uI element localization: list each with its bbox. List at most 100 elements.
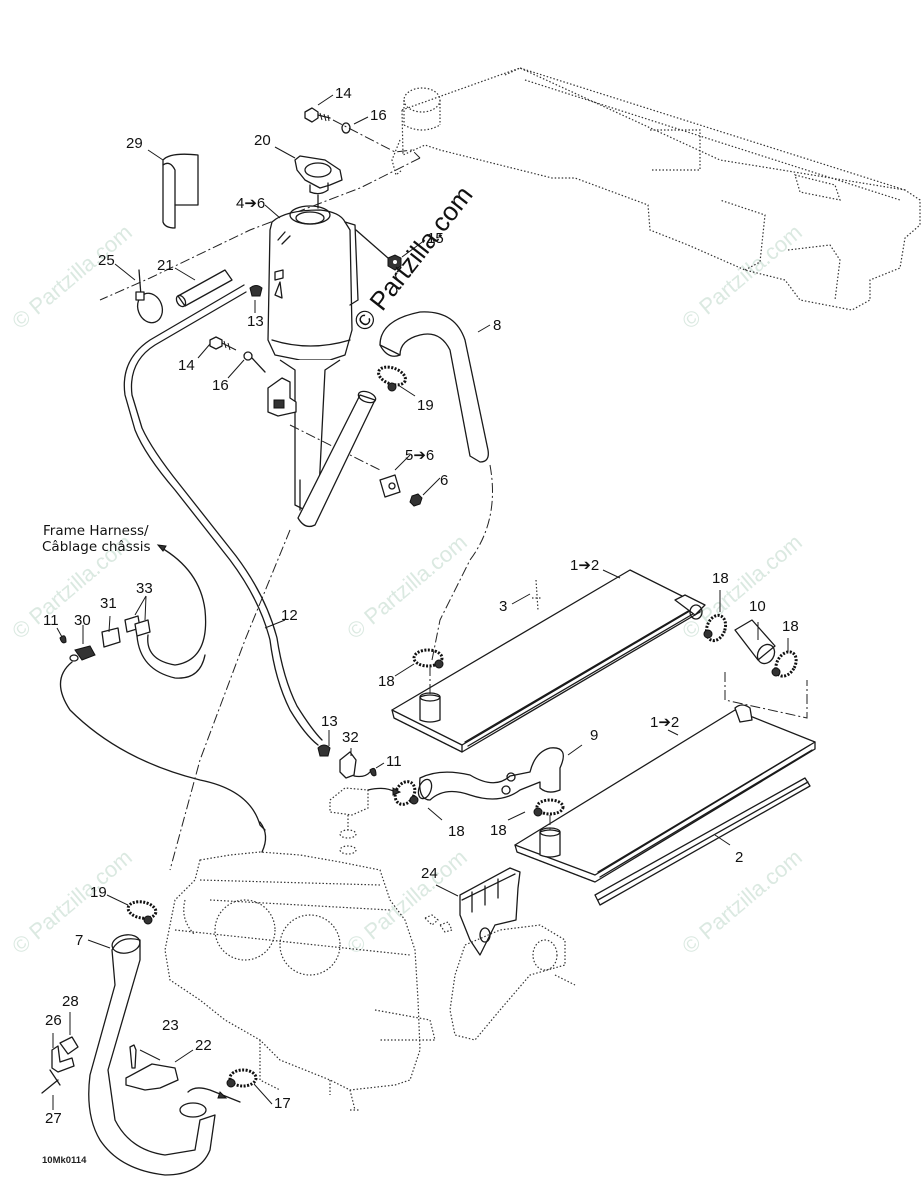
clamp-18-radiator-right [703, 613, 728, 643]
harness-arrow-line [147, 546, 207, 666]
hose-10 [734, 619, 776, 665]
callout-33: 33 [136, 580, 153, 597]
callout-11: 11 [386, 753, 402, 770]
clip-26 [51, 1045, 75, 1073]
callout-16: 16 [370, 107, 387, 124]
callout-30: 30 [74, 612, 91, 629]
bracket-washers [423, 914, 453, 933]
nut-6 [409, 493, 423, 507]
radiator-cap-20 [294, 155, 343, 195]
hose-8 [379, 311, 489, 463]
screw-27 [41, 1069, 61, 1094]
tank-bracket [267, 377, 297, 417]
callout-6: 6 [440, 472, 448, 489]
hose-8-axis [431, 464, 493, 661]
wire-11 [353, 771, 371, 778]
watermark: © Partzilla.com [677, 219, 807, 333]
callout-25: 25 [98, 252, 115, 269]
drawing-code: 10Mk0114 [42, 1155, 87, 1166]
callouts: 14 16 29 20 4➔6 15 25 21 13 8 14 16 19 5… [43, 85, 799, 1127]
callout-18: 18 [490, 822, 507, 839]
clamp-19-lower [126, 900, 158, 925]
hose7-arrow-icon [217, 1091, 228, 1099]
callout-24: 24 [421, 865, 438, 882]
callout-5-6: 5➔6 [405, 447, 434, 464]
tank-outlet-hose [297, 390, 377, 528]
callout-23: 23 [162, 1017, 179, 1034]
thermostat-housing [329, 787, 402, 855]
callout-2: 2 [735, 849, 743, 866]
callout-17: 17 [274, 1095, 291, 1112]
seal-strip-2 [594, 777, 811, 906]
radiator-upper [391, 569, 706, 753]
bolt-14-middle [209, 336, 266, 373]
reference-box [724, 672, 808, 719]
engine-arrow-line [259, 821, 267, 853]
clip-11-left [59, 635, 67, 644]
connector-31 [101, 627, 121, 648]
hose-28 [59, 1036, 79, 1055]
nut-15 [355, 229, 402, 271]
callout-14: 14 [335, 85, 352, 102]
clamp-18-hose9-left [393, 780, 419, 806]
watermark: © Partzilla.com [7, 219, 137, 333]
callout-10: 10 [749, 598, 766, 615]
callout-28: 28 [62, 993, 79, 1010]
callout-18: 18 [782, 618, 799, 635]
engine-reference [164, 851, 436, 1111]
hose-9 [417, 747, 564, 801]
sensor-wire [59, 661, 266, 831]
callout-18: 18 [378, 673, 395, 690]
callout-18: 18 [448, 823, 465, 840]
watermark: © Partzilla.com [342, 529, 472, 643]
callout-27: 27 [45, 1110, 62, 1127]
callout-4-6: 4➔6 [236, 195, 265, 212]
callout-14: 14 [178, 357, 195, 374]
hose-7 [88, 934, 216, 1176]
mounting-plate-hole [532, 939, 558, 971]
harness-arrow-icon [156, 544, 167, 552]
callout-13: 13 [247, 313, 264, 330]
callout-19: 19 [417, 397, 434, 414]
clip-11-lower [369, 767, 377, 777]
callout-26: 26 [45, 1012, 62, 1029]
clamp-19-upper [377, 365, 407, 392]
clamp-13-lower [317, 744, 331, 757]
callout-1-2: 1➔2 [650, 714, 679, 731]
washer-16-top [341, 122, 351, 134]
callout-12: 12 [281, 607, 298, 624]
bracket-24 [459, 867, 521, 956]
sleeve-29 [162, 153, 199, 229]
hose7-arrow-line [187, 1087, 241, 1103]
square-nut-5 [379, 474, 401, 498]
clamp-17 [226, 1068, 258, 1088]
overflow-hose-12-edge [130, 291, 323, 741]
callout-7: 7 [75, 932, 83, 949]
callout-8: 8 [493, 317, 501, 334]
clamp-18-far-right [771, 650, 798, 678]
callout-22: 22 [195, 1037, 212, 1054]
frame-harness-label-fr: Câblage châssis [42, 539, 151, 555]
callout-19: 19 [90, 884, 107, 901]
overflow-hose-12 [123, 284, 319, 746]
callout-21: 21 [157, 257, 174, 274]
mounting-bolt [554, 974, 576, 986]
callout-18: 18 [712, 570, 729, 587]
connector-33 [124, 615, 206, 679]
callout-9: 9 [590, 727, 598, 744]
callout-20: 20 [254, 132, 271, 149]
callout-32: 32 [342, 729, 359, 746]
watermark: © Partzilla.com [342, 844, 472, 958]
callout-16: 16 [212, 377, 229, 394]
callout-11: 11 [43, 612, 59, 629]
hose-21 [175, 269, 233, 308]
callout-31: 31 [100, 595, 117, 612]
fastener-3 [532, 579, 542, 611]
clamp-13-upper [249, 285, 263, 297]
cable-tie-25 [135, 269, 164, 324]
callout-15: 15 [427, 230, 444, 247]
callout-29: 29 [126, 135, 143, 152]
mounting-plate [449, 924, 566, 1041]
bolt-23 [129, 1044, 137, 1069]
